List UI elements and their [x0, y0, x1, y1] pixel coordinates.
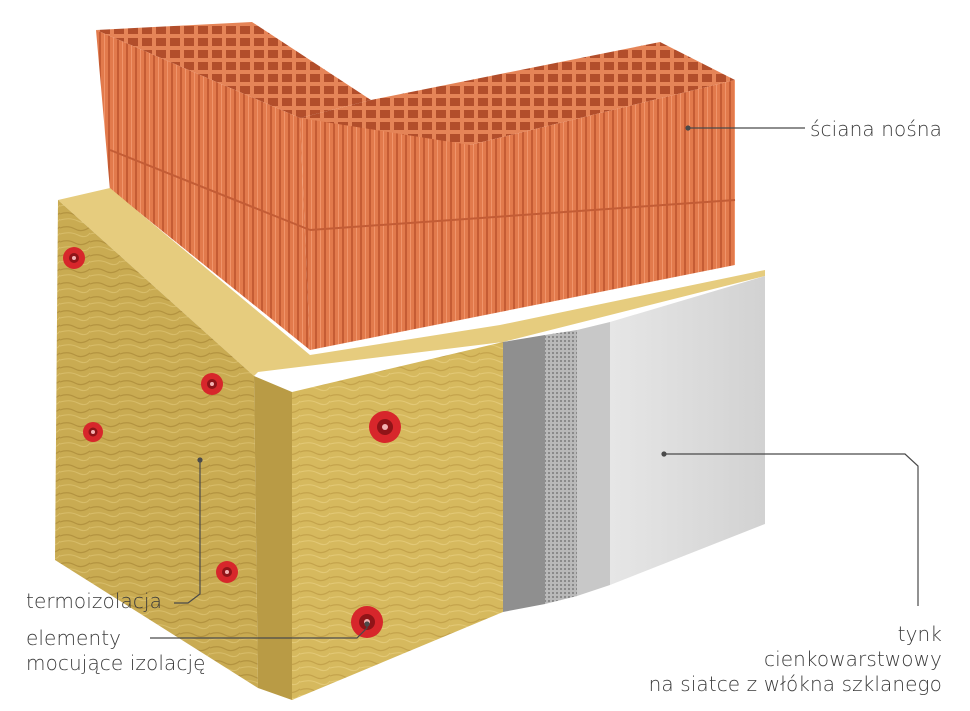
leader-dot [364, 621, 370, 627]
insulation-corner [254, 376, 292, 700]
insulation-top-edge [58, 188, 765, 376]
anchor-icon [201, 373, 223, 395]
thin-plaster-layer [610, 276, 765, 585]
mortar-joint [109, 149, 311, 231]
adhesive-layer [503, 335, 545, 612]
label-plaster: tynk cienkowarstwowy na siatce z włókna … [649, 622, 942, 697]
plaster-system [503, 276, 765, 612]
insulation-face-left [55, 200, 258, 688]
thermal-insulation [55, 188, 765, 700]
mortar-joint [309, 199, 736, 231]
anchor-icon [63, 247, 85, 269]
leader-line-plaster [664, 453, 919, 606]
brick-top-right [300, 42, 735, 160]
leader-line-insulation [174, 460, 201, 604]
label-load-bearing-wall: ściana nośna [810, 117, 942, 141]
label-plaster-line: cienkowarstwowy [763, 647, 942, 671]
anchor-icon [83, 422, 103, 442]
label-plaster-line: tynk [897, 622, 942, 646]
label-fasteners-line: elementy [26, 626, 122, 650]
brick-face-left [96, 30, 310, 350]
anchor-icon [369, 411, 401, 443]
label-thermal-insulation: termoizolacja [26, 589, 162, 613]
brick-top-left [96, 22, 371, 118]
anchor-icon [216, 561, 238, 583]
leader-dot [661, 451, 667, 457]
label-fasteners-line: mocujące izolację [26, 651, 206, 675]
load-bearing-wall [96, 22, 736, 350]
label-fasteners: elementy mocujące izolację [26, 626, 206, 676]
insulation-face-front [292, 342, 503, 700]
leader-dot [197, 457, 203, 463]
label-plaster-line: na siatce z włókna szklanego [648, 672, 942, 696]
fiberglass-mesh-layer [545, 330, 577, 604]
leader-lines [150, 125, 919, 639]
leader-dot [685, 125, 691, 131]
insulation-anchors [63, 247, 401, 638]
base-coat-layer [577, 322, 610, 596]
